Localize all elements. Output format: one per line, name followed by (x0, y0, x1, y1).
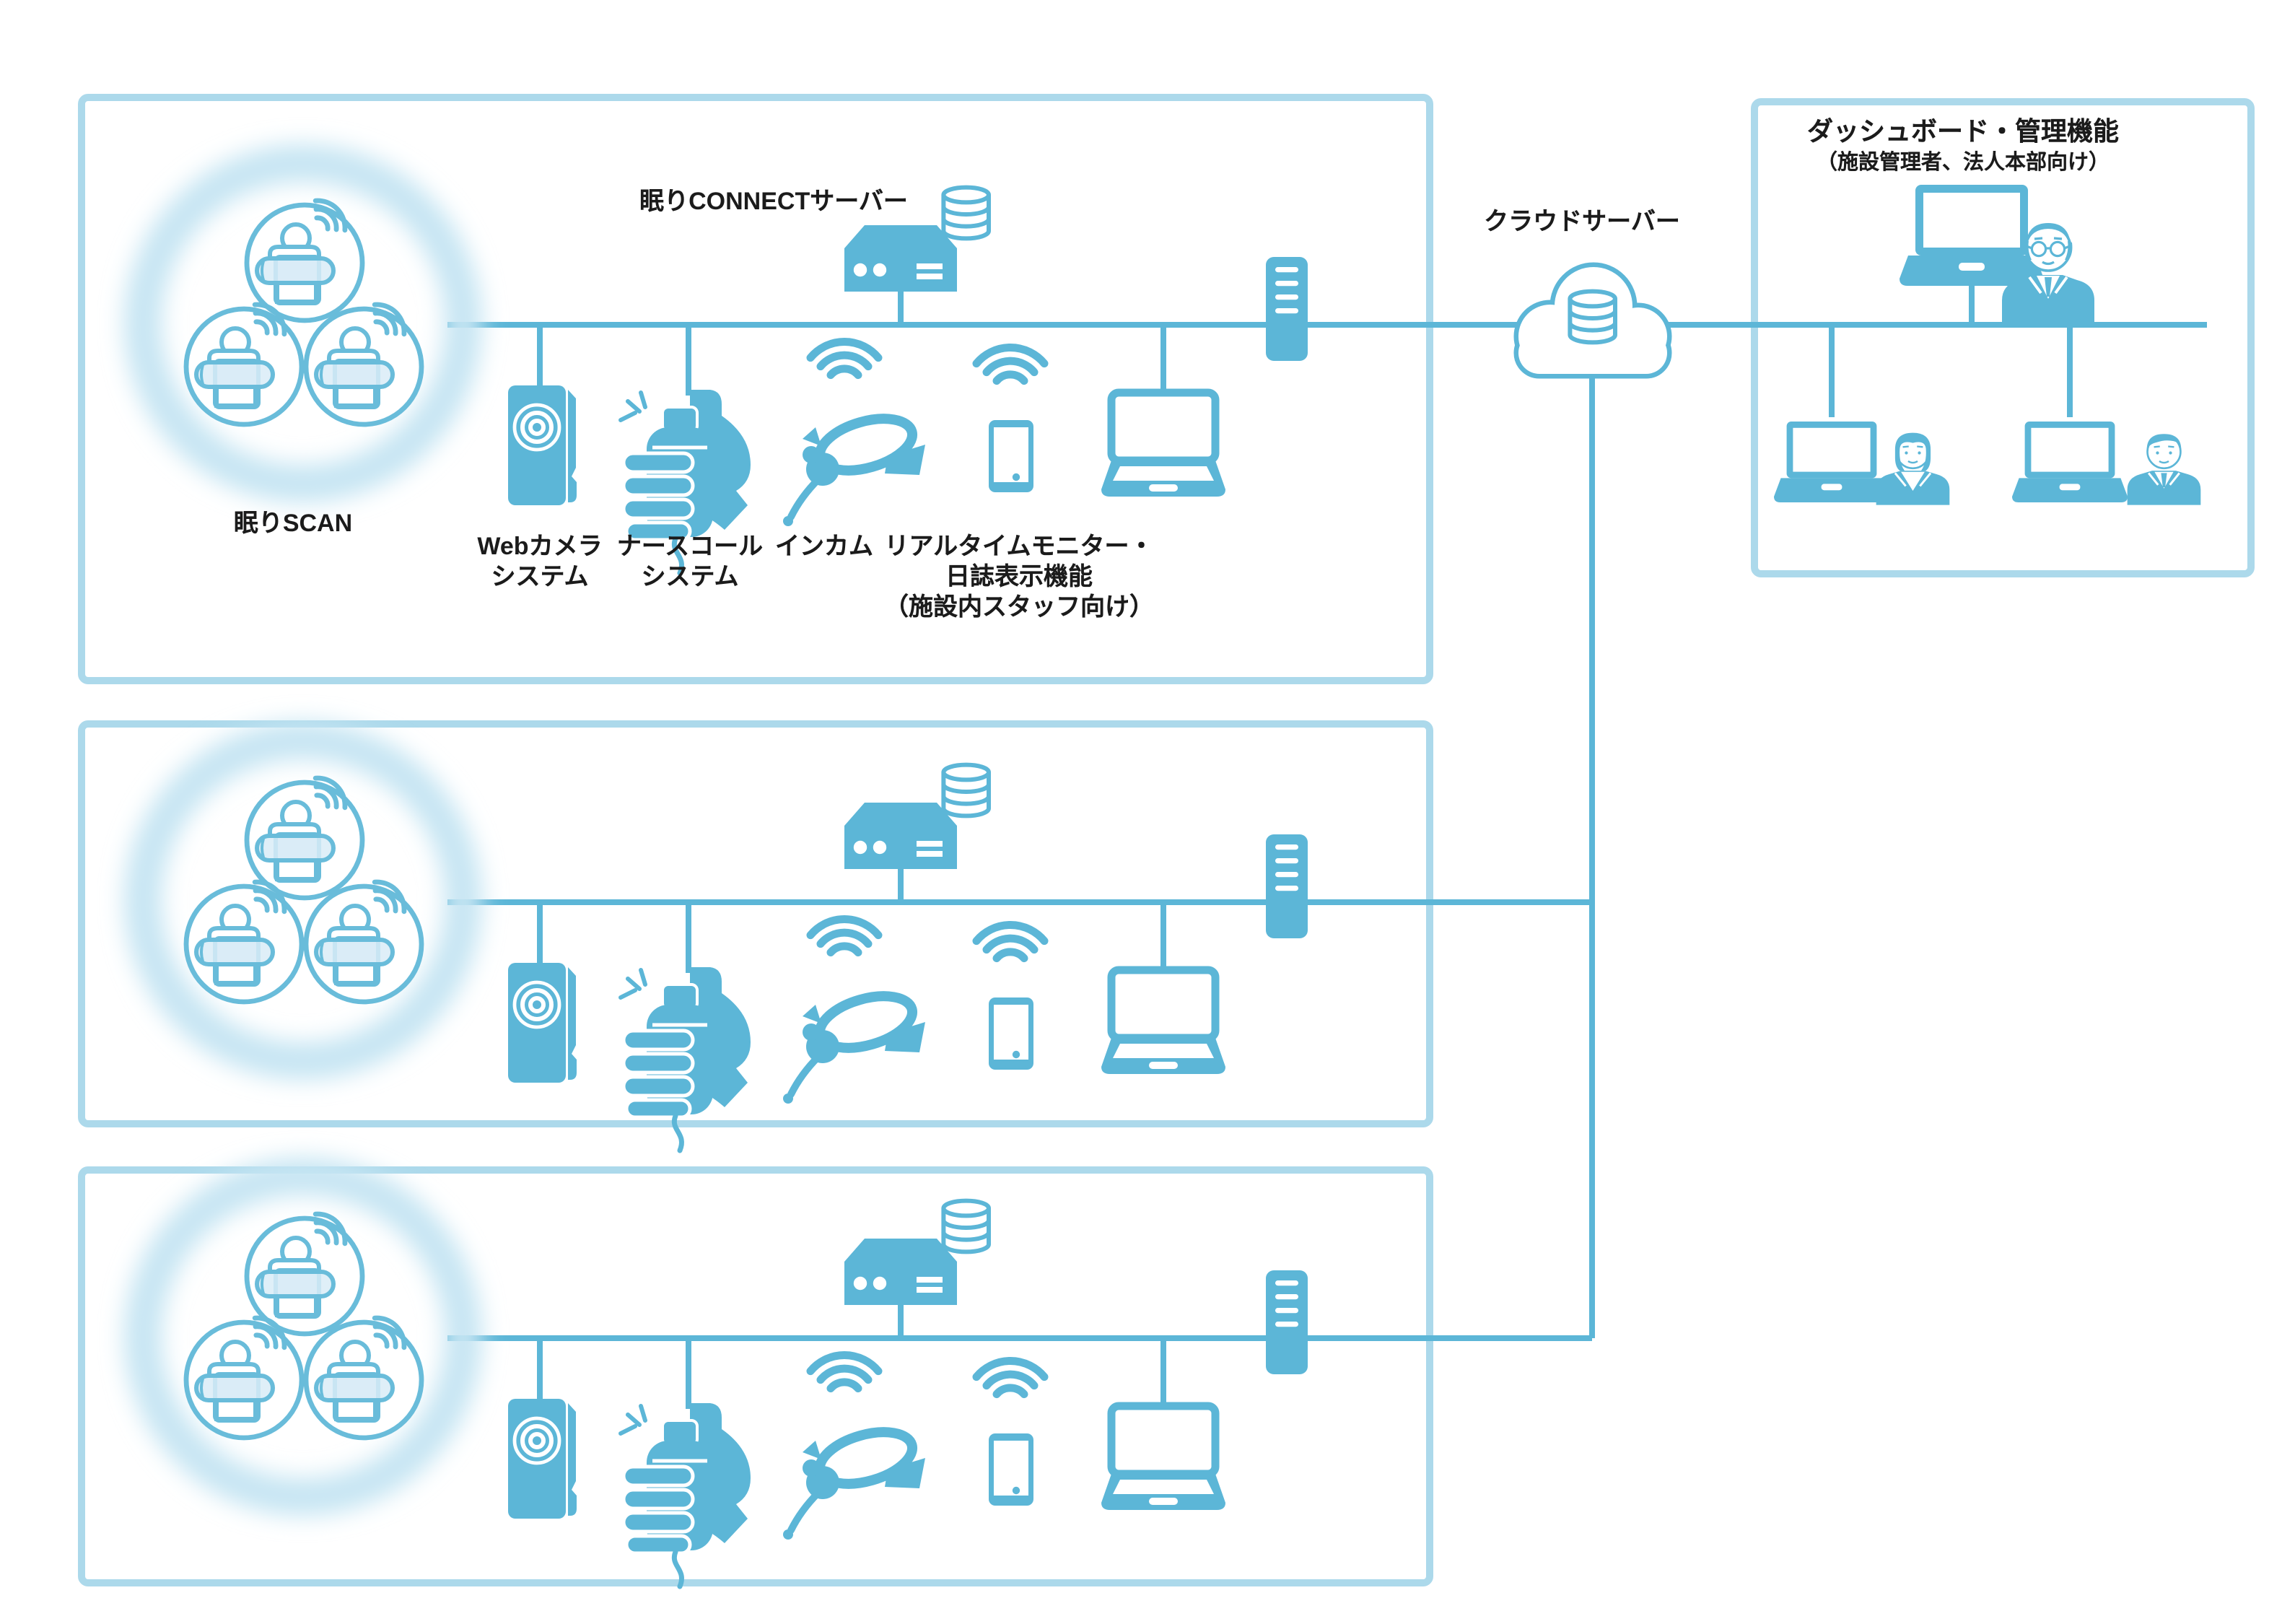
monitor-label: リアルタイムモニター・ 日誌表示機能 （施設内スタッフ向け） (884, 531, 1154, 622)
camera-label: Webカメラ システム (477, 531, 602, 592)
admin-laptop-main (1900, 185, 2044, 286)
network-lines (447, 286, 2207, 1341)
intercom-label: インカム (775, 533, 873, 560)
facility-3-icons (143, 1176, 1308, 1586)
facility-2-icons (143, 741, 1308, 1151)
dashboard-icons (1774, 185, 2202, 507)
nursecall-label-line2: システム (641, 563, 739, 590)
office-man (2126, 432, 2202, 507)
sleep-scan-label: 眠りSCAN (233, 510, 353, 537)
office-woman (1875, 432, 1951, 507)
connect-server-label: 眠りCONNECTサーバー (639, 188, 908, 215)
dashboard-title: ダッシュボード・管理機能 (1807, 117, 2119, 146)
dashboard-box (1751, 98, 2255, 577)
camera-label-line1: Webカメラ (477, 533, 603, 560)
admin-laptop-right (2012, 422, 2128, 502)
nursecall-label-line1: ナースコール (616, 533, 764, 560)
monitor-label-note: （施設内スタッフ向け） (884, 593, 1154, 621)
nursecall-label: ナースコール システム (617, 531, 763, 592)
cloud-server-label: クラウドサーバー (1484, 208, 1680, 235)
dashboard-drop-lines (1829, 286, 2073, 417)
facility-box-1 (78, 94, 1433, 684)
facility-box-2 (78, 720, 1433, 1127)
cloud-server-icon (1518, 267, 1667, 374)
camera-label-line2: システム (491, 563, 589, 590)
dashboard-subtitle: （施設管理者、法人本部向け） (1817, 152, 2110, 175)
monitor-label-line2: 日誌表示機能 (945, 563, 1093, 590)
monitor-label-line1: リアルタイムモニター・ (884, 533, 1154, 560)
admin-laptop-left (1774, 422, 1889, 502)
facility-box-3 (78, 1166, 1433, 1586)
